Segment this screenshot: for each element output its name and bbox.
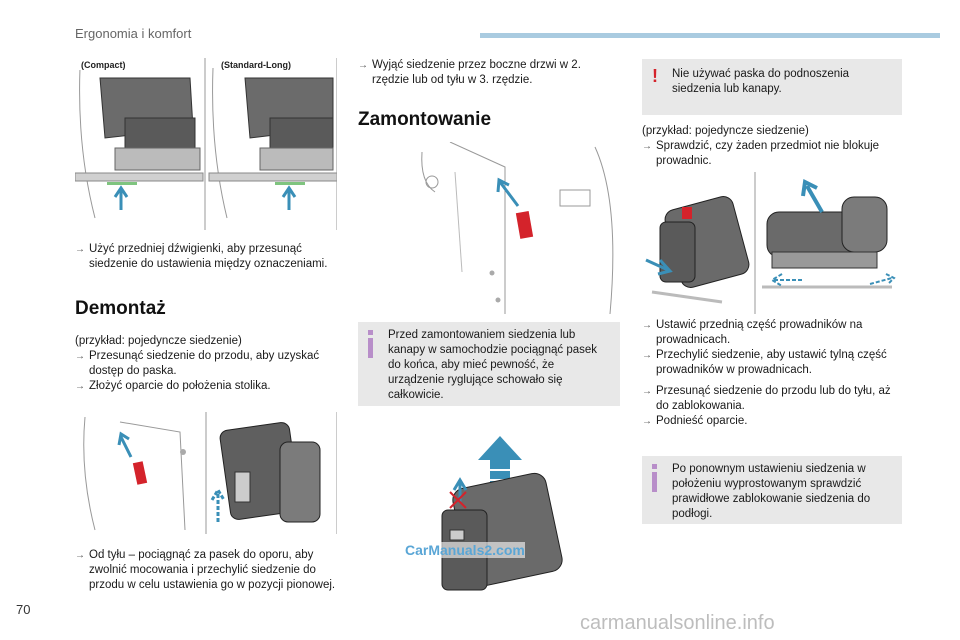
heading-demontaz: Demontaż xyxy=(75,298,166,319)
warning-icon: ! xyxy=(652,66,658,86)
step-push: Przesunąć siedzenie do przodu lub do tył… xyxy=(642,384,906,414)
header-title: Ergonomia i komfort xyxy=(75,26,192,41)
step-slide: Przesunąć siedzenie do przodu, aby uzysk… xyxy=(75,349,343,379)
watermark-site: carmanualsonline.info xyxy=(580,612,775,634)
figure-upright-seat xyxy=(420,430,570,598)
step-check: Sprawdzić, czy żaden przedmiot nie bloku… xyxy=(642,139,906,169)
step-pull: Od tyłu – pociągnąć za pasek do oporu, a… xyxy=(75,548,345,593)
step-tilt: Przechylić siedzenie, aby ustawić tylną … xyxy=(642,348,906,378)
rail-install-illustration xyxy=(645,172,896,314)
heading-zamontowanie: Zamontowanie xyxy=(358,109,492,130)
demontaz-example: (przykład: pojedyncze siedzenie) xyxy=(75,335,242,347)
step-front: Ustawić przednią część prowadników na pr… xyxy=(642,318,906,348)
col3-check: (przykład: pojedyncze siedzenie) Sprawdz… xyxy=(642,124,906,169)
upright-seat-illustration xyxy=(441,436,563,591)
info-icon xyxy=(652,464,657,492)
warning-box: ! Nie używać paska do podnoszenia siedze… xyxy=(642,59,902,115)
seat-rail-illustration xyxy=(74,58,338,230)
step-lever: Użyć przedniej dźwigienki, aby przesunąć… xyxy=(75,242,343,272)
figure-rail-install xyxy=(642,172,902,314)
figure-rail-marks: (Compact) (Standard-Long) xyxy=(74,58,338,230)
standard-long-label: (Standard-Long) xyxy=(219,60,293,70)
col3-steps-b: Przesunąć siedzenie do przodu lub do tył… xyxy=(642,384,906,429)
watermark-carmanuals: CarManuals2.com xyxy=(405,542,525,558)
figure-strap-release xyxy=(75,412,338,534)
step-fold: Złożyć oparcie do położenia stolika. xyxy=(75,379,343,394)
figure-install-strap xyxy=(410,141,620,315)
step-raise: Podnieść oparcie. xyxy=(642,414,906,429)
step-remove: Wyjąć siedzenie przez boczne drzwi w 2. … xyxy=(358,58,620,88)
col3-example: (przykład: pojedyncze siedzenie) xyxy=(642,125,809,137)
page-number: 70 xyxy=(16,602,31,617)
demontaz-steps: (przykład: pojedyncze siedzenie) Przesun… xyxy=(75,334,343,394)
header-bar xyxy=(480,33,940,38)
strap-release-illustration xyxy=(83,412,338,534)
info-box-install: Przed zamontowaniem siedzenia lub kanapy… xyxy=(358,322,620,406)
info-box-lock: Po ponownym ustawieniu siedzenia w położ… xyxy=(642,456,902,524)
compact-label: (Compact) xyxy=(79,60,128,70)
install-strap-illustration xyxy=(421,141,614,315)
info-icon xyxy=(368,330,373,358)
col3-steps-a: Ustawić przednią część prowadników na pr… xyxy=(642,318,906,378)
